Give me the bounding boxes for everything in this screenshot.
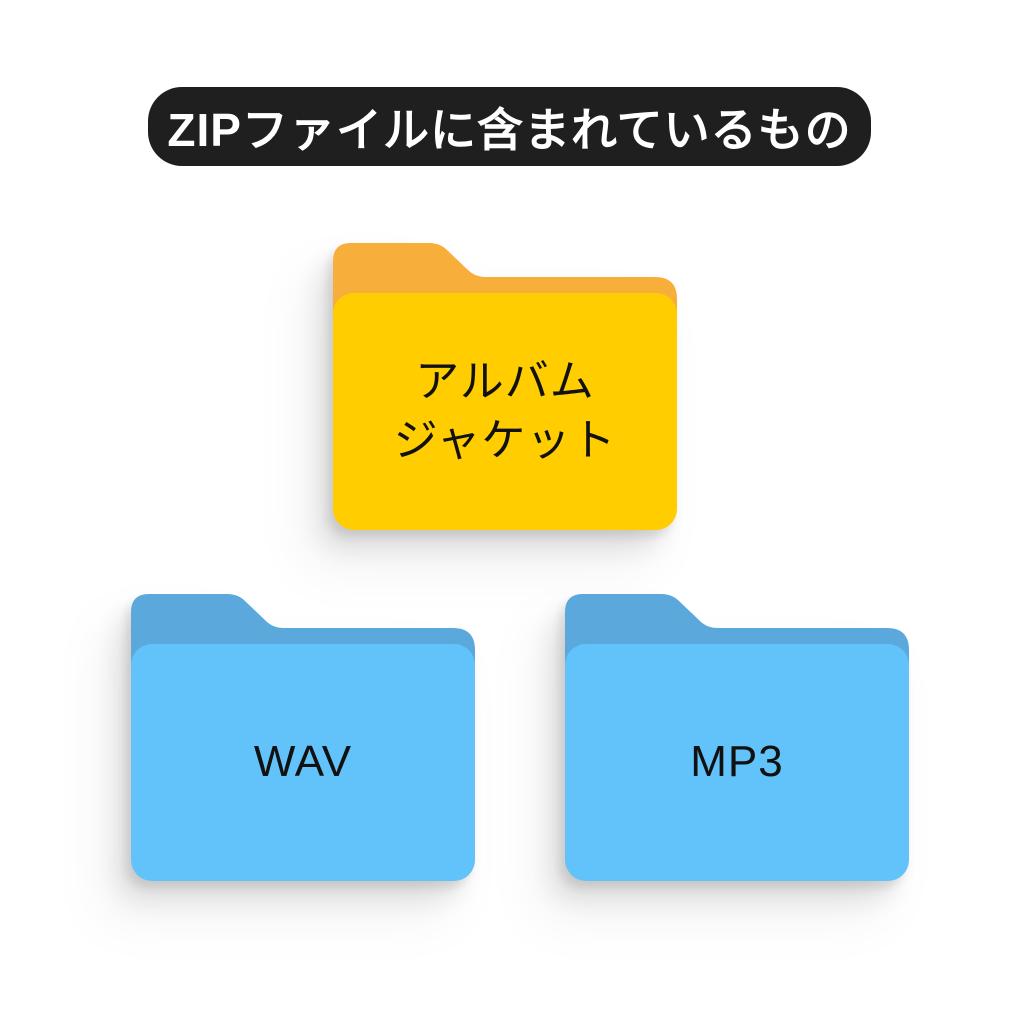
folder-label-mp3: MP3 — [690, 737, 784, 787]
folder-album-jacket: アルバム ジャケット — [333, 243, 677, 533]
title-banner: ZIPファイルに含まれているもの — [148, 87, 871, 166]
folder-label-wav: WAV — [253, 737, 353, 787]
folder-icon — [565, 594, 909, 881]
folder-front — [131, 644, 475, 881]
folder-mp3: MP3 — [565, 594, 909, 884]
title-text: ZIPファイルに含まれているもの — [167, 103, 852, 156]
folder-icon — [333, 243, 677, 530]
folder-front — [333, 293, 677, 530]
folder-icon — [131, 594, 475, 881]
folder-front — [565, 644, 909, 881]
folder-label-album-jacket: アルバム ジャケット — [393, 356, 617, 465]
folder-wav: WAV — [131, 594, 475, 884]
